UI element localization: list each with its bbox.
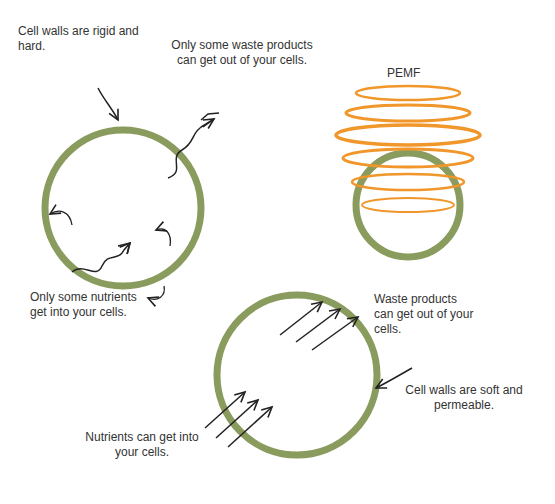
waste-arrow	[280, 302, 322, 335]
callout-text: Only some waste products can get out of …	[168, 38, 316, 68]
pemf-cell-wall	[356, 153, 460, 257]
nutrient-arrow	[205, 392, 245, 428]
callout-text: Waste products can get out of your cells…	[374, 292, 474, 337]
callout-text: Only some nutrients get into your cells.	[30, 290, 152, 320]
callout-text: Nutrients can get into your cells.	[76, 430, 208, 460]
nutrient-squiggle	[72, 243, 130, 272]
permeable-cell-wall	[217, 295, 377, 455]
nutrient-arrow-head	[118, 243, 130, 254]
nutrient-arrow	[228, 407, 272, 447]
nutrient-arrows	[205, 392, 272, 447]
pemf-field	[336, 86, 480, 212]
field-ring	[352, 174, 464, 190]
waste-arrows	[280, 302, 358, 350]
field-ring	[356, 86, 460, 100]
callout-text: PEMF	[387, 66, 437, 81]
pointer-arrow	[98, 88, 118, 120]
field-ring	[336, 125, 480, 145]
callout-text: Cell walls are rigid and hard.	[18, 24, 140, 54]
waste-arrow	[312, 317, 358, 350]
waste-squiggle	[168, 119, 214, 178]
bounce-arrow	[156, 229, 170, 246]
bounce-arrow	[50, 211, 72, 225]
bounce-arrow	[148, 286, 164, 299]
callout-text: Cell walls are soft and permeable.	[394, 383, 534, 413]
field-ring	[346, 105, 470, 121]
nutrient-arrow	[216, 400, 258, 438]
waste-arrow	[296, 309, 340, 342]
field-ring	[362, 198, 454, 212]
waste-arrow-head	[201, 113, 219, 127]
field-ring	[343, 149, 473, 167]
